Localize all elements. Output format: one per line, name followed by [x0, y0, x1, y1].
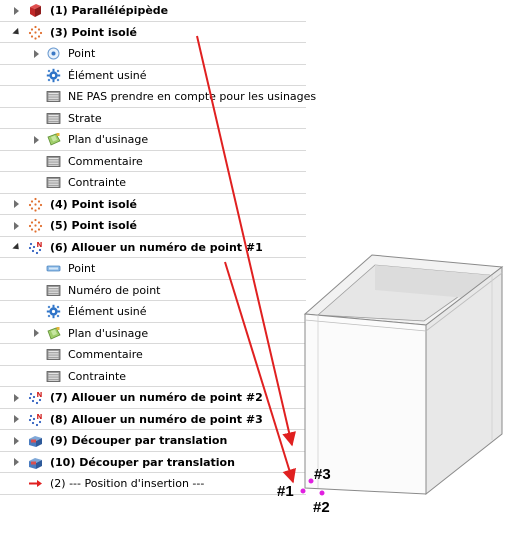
tree-row-label: (7) Allouer un numéro de point #2 — [50, 391, 263, 404]
tree-row-label: Numéro de point — [68, 283, 161, 297]
box-model — [303, 254, 504, 496]
expand-toggle-icon[interactable] — [12, 6, 21, 15]
gear-icon — [46, 304, 61, 319]
numbered-dots-icon: N — [28, 240, 43, 255]
panel-icon — [46, 283, 61, 298]
tree-row-label: (2) --- Position d'insertion --- — [50, 477, 205, 490]
tree-row-7-allouer-un-numero-de-point-2[interactable]: N (7) Allouer un numéro de point #2 — [0, 387, 306, 409]
dots-icon — [28, 197, 43, 212]
tree-row-strate[interactable]: Strate — [0, 108, 306, 129]
tree-row-label: (9) Découper par translation — [50, 434, 228, 447]
expand-toggle-icon[interactable] — [32, 329, 41, 338]
target-icon — [46, 46, 61, 61]
panel-icon — [46, 369, 61, 384]
tree-row-label: (3) Point isolé — [50, 25, 137, 39]
box-icon — [28, 3, 43, 18]
svg-text:N: N — [37, 413, 43, 421]
tree-row-commentaire[interactable]: Commentaire — [0, 151, 306, 172]
dots-icon — [28, 25, 43, 40]
expand-toggle-icon[interactable] — [12, 200, 21, 209]
marker-label-3: #3 — [314, 466, 331, 483]
tree-row-1-parallelepipede[interactable]: (1) Parallélépipède — [0, 0, 306, 22]
cut-box-icon — [28, 433, 43, 448]
expand-toggle-icon[interactable] — [12, 221, 21, 230]
tree-row-element-usine[interactable]: Élément usiné — [0, 301, 306, 323]
tree-row-label: Commentaire — [68, 154, 143, 168]
tree-row-label: Élément usiné — [68, 68, 147, 82]
expand-toggle-icon[interactable] — [12, 458, 21, 467]
panel-icon — [46, 111, 61, 126]
panel-icon — [46, 89, 61, 104]
tree-row-label: Contrainte — [68, 176, 127, 189]
plane-icon — [46, 326, 61, 341]
tree-row-commentaire[interactable]: Commentaire — [0, 344, 306, 366]
tree-row-2-position-d-insertion[interactable]: (2) --- Position d'insertion --- — [0, 473, 306, 495]
tree-row-element-usine[interactable]: Élément usiné — [0, 65, 306, 86]
expand-toggle-icon[interactable] — [32, 135, 41, 144]
tree-row-plan-d-usinage[interactable]: Plan d'usinage — [0, 323, 306, 344]
tree-row-8-allouer-un-numero-de-point-3[interactable]: N (8) Allouer un numéro de point #3 — [0, 409, 306, 430]
tree-row-label: (4) Point isolé — [50, 197, 137, 211]
tree-row-9-decouper-par-translation[interactable]: (9) Découper par translation — [0, 430, 306, 452]
expand-toggle-icon[interactable] — [12, 393, 21, 402]
arrow-to-point-1 — [196, 35, 296, 447]
numbered-dots-icon: N — [28, 412, 43, 427]
tree-row-contrainte[interactable]: Contrainte — [0, 172, 306, 194]
point-1 — [300, 488, 306, 494]
tree-row-label: (1) Parallélépipède — [50, 4, 169, 17]
tree-row-label: (6) Allouer un numéro de point #1 — [50, 240, 263, 254]
tree-row-label: NE PAS prendre en compte pour les usinag… — [68, 90, 317, 103]
tree-row-label: Plan d'usinage — [68, 326, 149, 340]
cut-box-icon — [28, 455, 43, 470]
tree-row-ne-pas-prendre-en-compte-pour-les-usinages[interactable]: NE PAS prendre en compte pour les usinag… — [0, 86, 316, 108]
svg-text:N: N — [37, 391, 43, 399]
dots-icon — [28, 218, 43, 233]
construction-arrows — [196, 35, 296, 484]
tree-row-3-point-isole[interactable]: (3) Point isolé — [0, 22, 306, 43]
expand-toggle-icon[interactable] — [12, 415, 21, 424]
tree-row-10-decouper-par-translation[interactable]: (10) Découper par translation — [0, 452, 306, 473]
tree-row-label: (8) Allouer un numéro de point #3 — [50, 412, 263, 426]
tree-row-label: Strate — [68, 111, 102, 125]
expand-toggle-icon[interactable] — [32, 49, 41, 58]
marker-label-2: #2 — [313, 499, 330, 516]
tree-row-4-point-isole[interactable]: (4) Point isolé — [0, 194, 306, 215]
tree-row-6-allouer-un-numero-de-point-1[interactable]: N (6) Allouer un numéro de point #1 — [0, 237, 306, 258]
expand-toggle-icon[interactable] — [12, 436, 21, 445]
tree-row-label: Contrainte — [68, 369, 127, 383]
arrow-right-icon — [28, 476, 43, 491]
insertion-points — [300, 478, 325, 496]
tree-row-numero-de-point[interactable]: Numéro de point — [0, 280, 306, 301]
gear-icon — [46, 68, 61, 83]
tree-row-label: (5) Point isolé — [50, 219, 137, 232]
tree-row-label: Point — [68, 47, 96, 60]
tree-row-plan-d-usinage[interactable]: Plan d'usinage — [0, 129, 306, 151]
svg-text:N: N — [37, 241, 43, 249]
tree-row-point[interactable]: Point — [0, 258, 306, 280]
tree-row-5-point-isole[interactable]: (5) Point isolé — [0, 215, 306, 237]
panel-icon — [46, 347, 61, 362]
marker-label-1: #1 — [277, 483, 294, 500]
plane-icon — [46, 132, 61, 147]
point-bar-icon — [46, 261, 61, 276]
panel-icon — [46, 175, 61, 190]
tree-row-label: (10) Découper par translation — [50, 455, 235, 469]
point-2 — [319, 490, 325, 496]
point-3 — [308, 478, 314, 484]
tree-row-label: Commentaire — [68, 348, 143, 361]
tree-row-contrainte[interactable]: Contrainte — [0, 366, 306, 387]
numbered-dots-icon: N — [28, 390, 43, 405]
arrow-to-point-2 — [224, 261, 296, 484]
tree-row-label: Plan d'usinage — [68, 133, 149, 146]
tree-row-label: Point — [68, 262, 96, 275]
tree-row-label: Élément usiné — [68, 305, 147, 318]
tree-row-point[interactable]: Point — [0, 43, 306, 65]
panel-icon — [46, 154, 61, 169]
